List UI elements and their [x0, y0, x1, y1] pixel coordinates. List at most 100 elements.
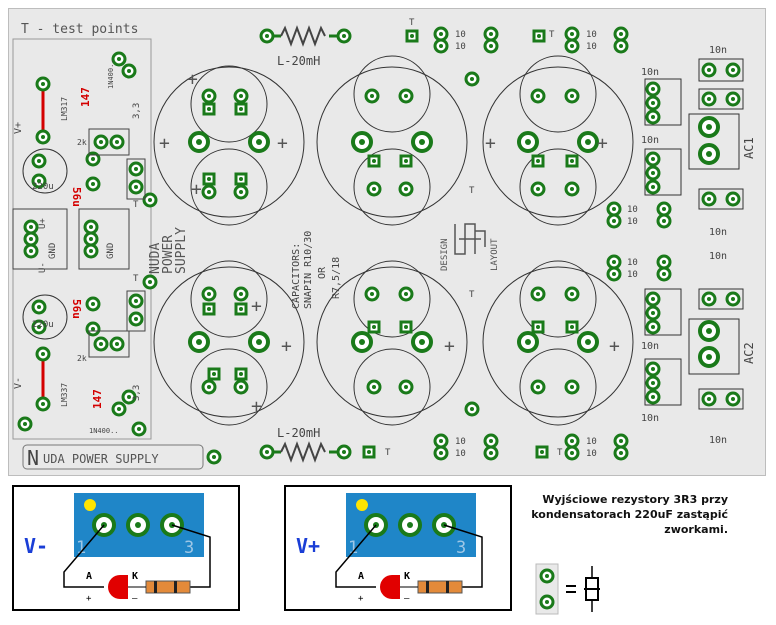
svg-text:147: 147	[91, 389, 104, 409]
svg-text:10: 10	[455, 437, 466, 447]
svg-text:10n: 10n	[709, 251, 727, 262]
inductor-bottom	[259, 441, 352, 463]
svg-text:U+: U+	[38, 218, 48, 229]
plus-label: +	[358, 594, 364, 604]
design-label: DESIGN	[440, 238, 450, 271]
nuda-power-supply-vertical: NUDA POWER SUPPLY	[148, 227, 189, 274]
pin1-indicator	[84, 499, 96, 511]
pin3-label: 3	[456, 538, 466, 558]
r10-resistors: 10 10 10 10 10 10 10 10 10 10 10 10	[433, 26, 672, 461]
svg-text:3,3: 3,3	[132, 385, 142, 401]
resistor	[417, 580, 463, 594]
svg-text:10n: 10n	[709, 227, 727, 238]
svg-text:V+: V+	[13, 122, 24, 134]
led	[108, 575, 128, 599]
svg-text:T: T	[409, 18, 415, 28]
svg-text:OR: OR	[317, 266, 328, 279]
svg-text:10: 10	[586, 437, 597, 447]
svg-text:10: 10	[455, 42, 466, 52]
left-regulator-module	[12, 51, 147, 437]
svg-text:T: T	[469, 186, 475, 196]
svg-text:GND: GND	[48, 243, 58, 259]
svg-text:T: T	[133, 274, 139, 284]
svg-text:10n: 10n	[709, 435, 727, 446]
title-logo-letter: N	[27, 446, 39, 470]
inductor-top	[259, 25, 352, 47]
svg-text:10: 10	[586, 449, 597, 459]
svg-text:10: 10	[586, 42, 597, 52]
svg-text:10: 10	[455, 30, 466, 40]
panel-v-minus: 1 3 V- A K + –	[12, 485, 240, 611]
svg-text:10: 10	[627, 205, 638, 215]
minus-label: –	[404, 594, 410, 604]
capacitor-pads	[188, 88, 599, 395]
svg-text:56u: 56u	[70, 187, 83, 207]
wire-left	[335, 524, 377, 588]
pcb-svg: T - test points	[12, 18, 756, 470]
wire-right	[443, 524, 483, 588]
cathode-label: K	[404, 571, 410, 582]
svg-text:3,3: 3,3	[132, 103, 142, 119]
svg-text:2k: 2k	[77, 354, 87, 363]
svg-text:10: 10	[455, 449, 466, 459]
test-point-labels: T T T T T T T T	[133, 18, 563, 458]
cathode-label: K	[132, 571, 138, 582]
svg-text:+: +	[485, 133, 496, 154]
svg-text:AC1: AC1	[742, 137, 756, 159]
inductor-bottom-label: L-20mH	[277, 426, 320, 440]
left-module-labels: 147 147 56u 56u 220u 220u LM317 LM337 1N…	[13, 59, 142, 435]
polarity-marks: ++ ++ ++ ++ +++	[159, 69, 620, 417]
svg-text:+: +	[597, 133, 608, 154]
wire-left	[63, 524, 105, 588]
svg-text:POWER: POWER	[161, 235, 176, 274]
svg-text:DESIGN: DESIGN	[440, 238, 450, 271]
designer-logo	[454, 223, 486, 255]
plus-label: +	[86, 594, 92, 604]
svg-text:T: T	[385, 448, 391, 458]
svg-text:10: 10	[627, 258, 638, 268]
c10n-labels: 10n 10n 10n 10n 10n 10n 10n 10n	[641, 45, 727, 446]
svg-text:10n: 10n	[641, 135, 659, 146]
svg-text:SUPPLY: SUPPLY	[174, 227, 189, 274]
led	[380, 575, 400, 599]
svg-text:56u: 56u	[70, 299, 83, 319]
svg-text:LAYOUT: LAYOUT	[490, 238, 500, 271]
svg-text:+: +	[159, 133, 170, 154]
svg-text:+: +	[444, 336, 455, 357]
rectifier-section	[644, 58, 744, 410]
panel-v-plus: 1 3 V+ A K + –	[284, 485, 512, 611]
inductor-top-label: L-20mH	[277, 54, 320, 68]
title-frame	[22, 444, 204, 470]
svg-text:10n: 10n	[641, 341, 659, 352]
minus-label: –	[132, 594, 138, 604]
svg-text:1N400..: 1N400..	[107, 59, 115, 89]
pin3-label: 3	[184, 538, 194, 558]
capacitor-outlines-top	[153, 55, 634, 226]
svg-text:V-: V-	[13, 377, 24, 389]
pcb-board: T - test points	[8, 8, 766, 476]
svg-text:10: 10	[627, 217, 638, 227]
bottom-title: UDA POWER SUPPLY	[43, 452, 159, 466]
anode-label: A	[86, 571, 92, 582]
svg-text:+: +	[281, 336, 292, 357]
svg-text:10: 10	[627, 270, 638, 280]
svg-text:R7,5/18: R7,5/18	[331, 257, 342, 299]
svg-text:147: 147	[79, 87, 92, 107]
regulator-pads	[92, 513, 184, 537]
svg-text:GND: GND	[106, 243, 116, 259]
svg-text:T: T	[133, 200, 139, 210]
note-line-3: zworkami.	[664, 523, 728, 536]
svg-text:10: 10	[586, 30, 597, 40]
note-line-2: kondensatorach 220uF zastąpić	[531, 508, 728, 521]
svg-text:NUDA: NUDA	[148, 243, 163, 274]
svg-text:SNAPIN R10/30: SNAPIN R10/30	[303, 231, 314, 309]
svg-text:+: +	[191, 179, 202, 200]
panel-label: V+	[296, 534, 320, 558]
wire-right	[171, 524, 211, 588]
test-points-title: T - test points	[21, 22, 138, 37]
svg-text:+: +	[251, 296, 262, 317]
svg-text:CAPACITORS:: CAPACITORS:	[291, 243, 302, 309]
svg-text:220u: 220u	[32, 182, 54, 192]
svg-text:+: +	[187, 69, 198, 90]
svg-text:1N400..: 1N400..	[89, 427, 119, 435]
